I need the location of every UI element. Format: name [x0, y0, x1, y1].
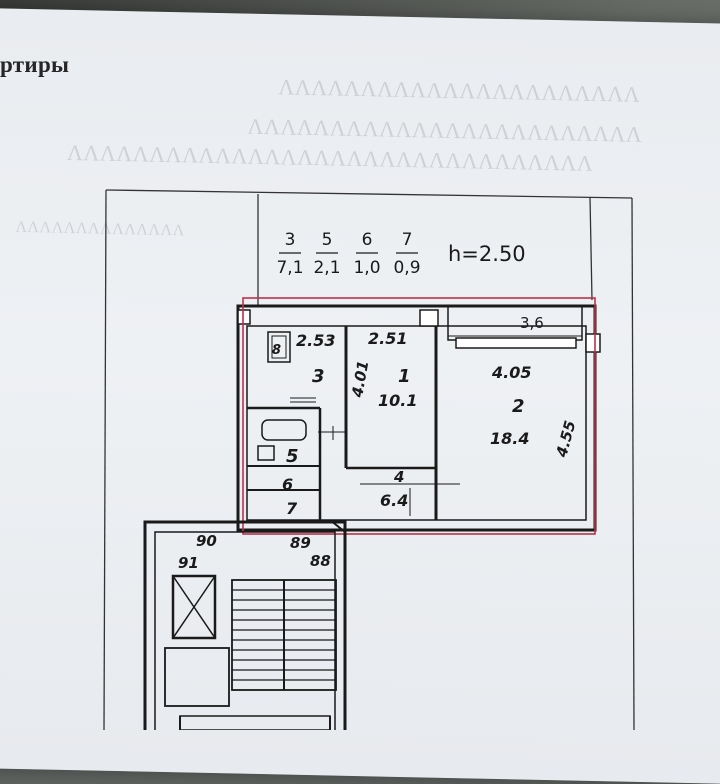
- room2-number-label: 2: [512, 396, 525, 417]
- balcony-box: [447, 305, 583, 341]
- landing-label-top-right: 89: [290, 534, 311, 552]
- room-table-area-5: 2,1: [313, 258, 340, 278]
- kitchen-stove-mark: 8: [272, 343, 281, 358]
- toilet-number-label: 6: [282, 475, 293, 494]
- frame-top-line: [105, 189, 633, 199]
- room2-length-label: 4.55: [552, 419, 579, 460]
- apartment-walls: [236, 304, 601, 533]
- room2-width-label: 4.05: [491, 363, 531, 382]
- balcony-width-label: 3,6: [520, 314, 544, 332]
- room-table-area-7: 0,9: [393, 258, 420, 278]
- frame-right-line: [631, 197, 635, 730]
- hall-number-label: 4: [393, 468, 404, 486]
- room-table-num-7: 7: [402, 230, 413, 250]
- landing-label-bottom-left: 91: [178, 554, 199, 572]
- staircase: [231, 579, 337, 691]
- hall-area-label: 6.4: [380, 491, 408, 510]
- closet-number-label: 7: [286, 499, 298, 518]
- room1-area-label: 10.1: [378, 391, 417, 410]
- room-table-num-6: 6: [362, 230, 373, 250]
- plan-frame: [103, 189, 635, 730]
- room1-width-label: 2.51: [368, 329, 407, 348]
- landing-label-top-left: 90: [196, 532, 217, 550]
- frame-left-line: [103, 189, 107, 730]
- landing-label-bottom-right: 88: [310, 552, 331, 570]
- room1-length-label: 4.01: [348, 359, 372, 400]
- kitchen-number-label: 3: [312, 366, 325, 387]
- apartment-highlight-outline: [242, 297, 596, 535]
- balcony-right-line: [589, 196, 593, 301]
- document-heading: ртиры: [0, 52, 70, 77]
- room-table-num-3: 3: [285, 230, 296, 250]
- kitchen-width-label: 2.53: [296, 331, 335, 350]
- room2-area-label: 18.4: [490, 429, 529, 448]
- ceiling-height: h=2.50: [448, 242, 526, 266]
- elevator-shaft: [171, 574, 217, 640]
- floor-plan: 3 7,1 5 2,1 6 1,0 7 0,9 h=2.50: [103, 189, 635, 730]
- apartment-inner-wall: [246, 325, 587, 521]
- bathroom-number-label: 5: [286, 446, 299, 467]
- room-table-area-6: 1,0: [353, 258, 380, 278]
- room-table-num-5: 5: [322, 230, 333, 250]
- stairwell: [143, 520, 347, 730]
- room1-number-label: 1: [398, 366, 411, 387]
- room-table-area-3: 7,1: [276, 258, 303, 278]
- room-table: 3 7,1 5 2,1 6 1,0 7 0,9 h=2.50: [276, 230, 525, 278]
